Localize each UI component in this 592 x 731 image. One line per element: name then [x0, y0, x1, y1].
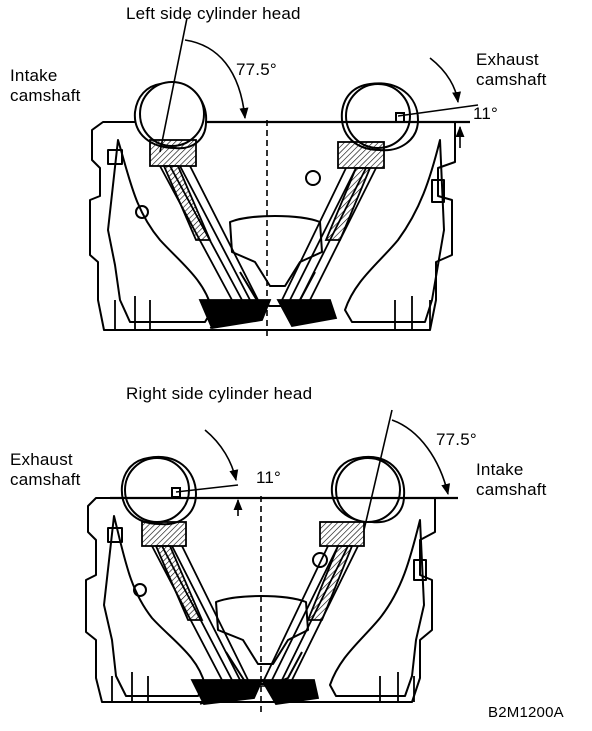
bottom-exhaust-label-line2: camshaft [10, 470, 81, 489]
head-body-outline [85, 497, 436, 703]
bottom-exhaust-angle-label: 11° [256, 468, 282, 487]
center-chamber [215, 595, 309, 665]
top-exhaust-label-line1: Exhaust [476, 50, 539, 69]
top-exhaust-valve-assembly [276, 141, 385, 328]
bottom-intake-angle-label: 77.5° [436, 430, 477, 449]
bottom-diagram-title: Right side cylinder head [126, 384, 313, 403]
top-exhaust-camshaft-label: Exhaust camshaft [476, 50, 547, 90]
top-intake-camshaft-label: Intake camshaft [10, 66, 81, 106]
center-chamber [229, 215, 323, 287]
bottom-exhaust-label-line1: Exhaust [10, 450, 73, 469]
top-intake-label-line2: camshaft [10, 86, 81, 105]
bottom-intake-camshaft [330, 455, 406, 524]
top-intake-camshaft [133, 81, 208, 150]
figure-code: B2M1200A [488, 704, 564, 721]
left-port-cavity [107, 139, 213, 323]
top-diagram-title: Left side cylinder head [126, 4, 301, 23]
top-intake-angle-label: 77.5° [236, 60, 277, 79]
top-intake-valve-assembly [149, 139, 272, 329]
bottom-angle-reference-lines [110, 409, 458, 716]
right-port-cavity [329, 519, 425, 697]
top-intake-label-line1: Intake [10, 66, 58, 85]
left-cylinder-head-drawing [89, 121, 456, 331]
top-angle-reference-lines [159, 17, 479, 340]
bottom-intake-label-line1: Intake [476, 460, 524, 479]
bottom-intake-camshaft-label: Intake camshaft [476, 460, 547, 500]
top-exhaust-angle-label: 11° [473, 104, 499, 123]
right-port-cavity [344, 139, 445, 323]
top-exhaust-label-line2: camshaft [476, 70, 547, 89]
bottom-exhaust-camshaft-label: Exhaust camshaft [10, 450, 81, 490]
bottom-intake-label-line2: camshaft [476, 480, 547, 499]
top-exhaust-camshaft [340, 82, 420, 152]
bottom-intake-valve-assembly [260, 521, 365, 705]
head-body-outline [89, 121, 456, 331]
